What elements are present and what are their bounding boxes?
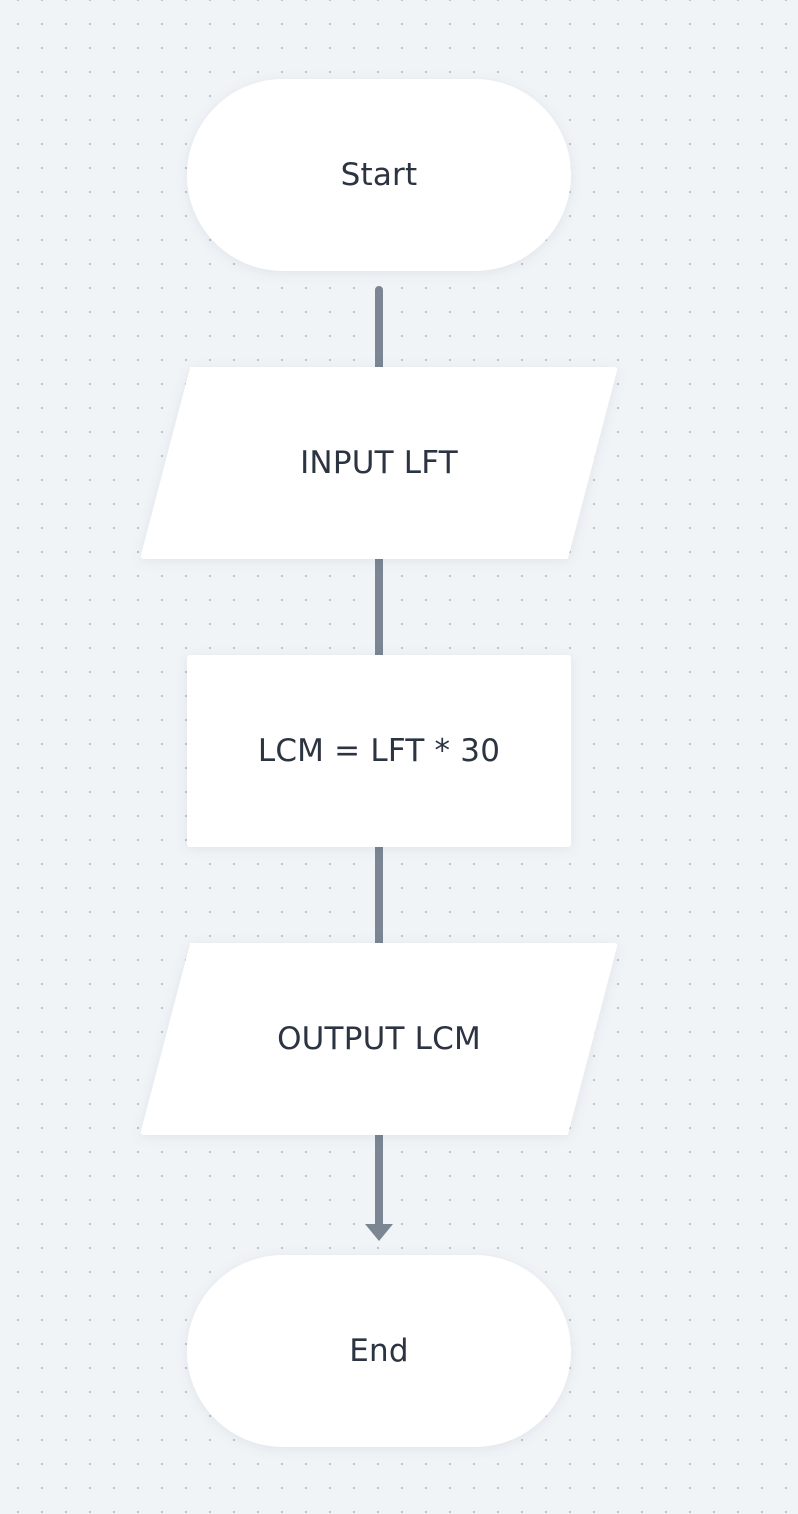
end-terminal[interactable]: End (187, 1255, 571, 1447)
input-label: INPUT LFT (300, 445, 458, 481)
output-parallelogram[interactable]: OUTPUT LCM (140, 943, 618, 1135)
arrowhead-icon (365, 1224, 393, 1241)
output-label: OUTPUT LCM (277, 1021, 481, 1057)
input-parallelogram[interactable]: INPUT LFT (140, 367, 618, 559)
end-label: End (349, 1333, 409, 1369)
start-terminal-shape (187, 79, 571, 271)
process-label: LCM = LFT * 30 (257, 733, 501, 769)
start-terminal[interactable]: Start (187, 79, 571, 271)
end-terminal-shape (187, 1255, 571, 1447)
output-parallelogram-shape (140, 943, 618, 1135)
start-label: Start (340, 157, 418, 193)
process-box[interactable]: LCM = LFT * 30 (187, 655, 571, 847)
process-box-shape (187, 655, 571, 847)
input-parallelogram-shape (140, 367, 618, 559)
